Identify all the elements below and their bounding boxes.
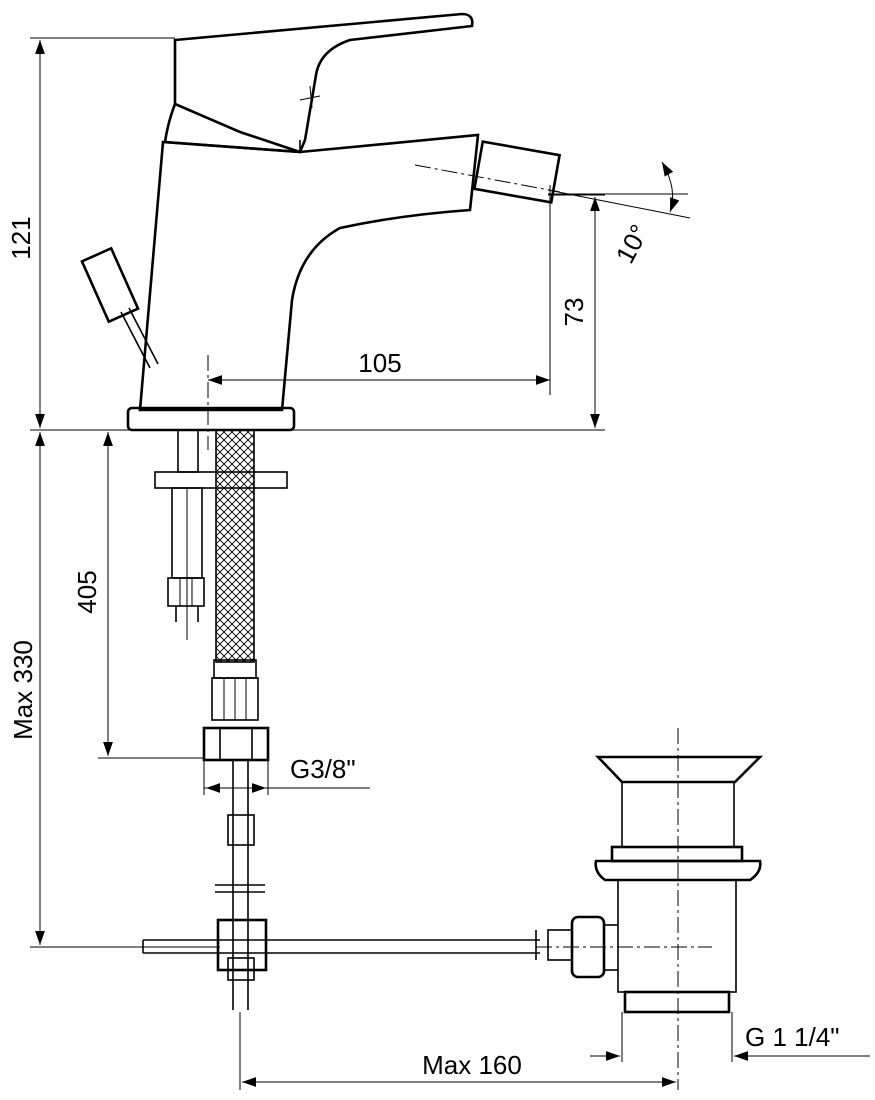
braided-hose xyxy=(202,429,270,762)
dimension-121: 121 xyxy=(6,37,605,431)
mounting-nut xyxy=(167,577,205,607)
aerator xyxy=(472,140,562,204)
dimension-405: 405 xyxy=(72,429,205,759)
dimension-label-g114: G 1 1/4" xyxy=(745,1022,840,1052)
dimension-max-160: Max 160 xyxy=(239,1012,676,1090)
faucet-body xyxy=(80,12,562,450)
hose-nut xyxy=(202,726,270,762)
dimension-label-121: 121 xyxy=(6,216,36,259)
popup-plug xyxy=(594,755,764,784)
dimension-g114: G 1 1/4" xyxy=(590,1012,870,1062)
dimension-label-max-160: Max 160 xyxy=(422,1050,522,1080)
dimension-max-330: Max 330 xyxy=(8,432,220,948)
dimension-label-73: 73 xyxy=(559,298,589,327)
mounting-assembly xyxy=(154,429,288,640)
dimension-label-105: 105 xyxy=(358,348,401,378)
dimension-73: 73 xyxy=(548,194,605,428)
waste-valve xyxy=(535,728,764,1090)
dimension-label-angle: 10° xyxy=(610,219,655,268)
dimension-angle: 10° xyxy=(547,161,691,268)
dimension-label-405: 405 xyxy=(72,570,102,613)
dimension-g38: G3/8" xyxy=(203,754,370,795)
main-body xyxy=(138,133,480,412)
dimension-label-g38: G3/8" xyxy=(290,754,356,784)
dimension-label-max-330: Max 330 xyxy=(8,640,38,740)
linkage-clip xyxy=(216,918,268,972)
popup-linkage xyxy=(142,760,540,1010)
handle-lever xyxy=(173,12,474,154)
dimension-105: 105 xyxy=(208,185,551,395)
